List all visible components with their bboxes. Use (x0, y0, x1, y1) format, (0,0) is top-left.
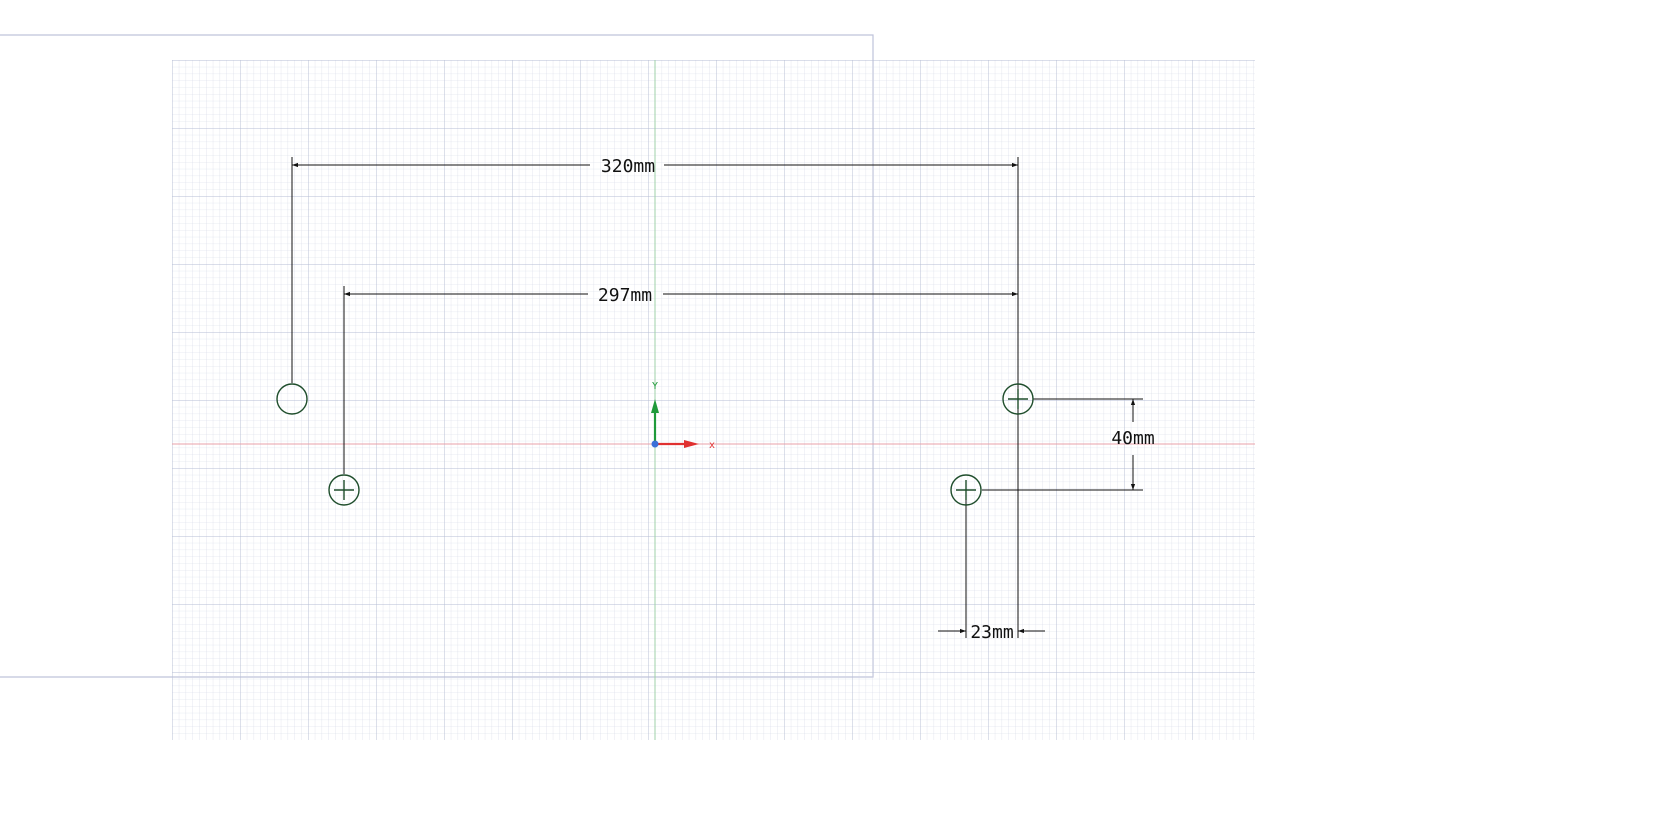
circle-right-bottom[interactable] (950, 474, 982, 506)
x-axis-arrowhead (684, 440, 699, 448)
origin-point[interactable] (651, 440, 659, 448)
grid-major (172, 60, 1255, 740)
dim-320-label[interactable]: 320mm (601, 156, 655, 177)
dim-23-label[interactable]: 23mm (970, 622, 1013, 643)
circle-left-bottom[interactable] (328, 474, 360, 506)
y-axis-label: Y (652, 381, 658, 392)
origin-triad: Y x (651, 381, 715, 451)
circle-right-top[interactable] (1002, 383, 1034, 415)
dimension-297[interactable]: 297mm (344, 285, 1018, 306)
sketch-circles (276, 383, 1034, 506)
y-axis-arrowhead (651, 399, 659, 413)
dimension-320[interactable]: 320mm (292, 156, 1018, 177)
x-axis-label: x (709, 440, 715, 451)
dim-297-label[interactable]: 297mm (598, 285, 652, 306)
circle-left-top[interactable] (276, 383, 308, 415)
dim-40-label[interactable]: 40mm (1111, 428, 1154, 449)
dimension-23[interactable]: 23mm (938, 622, 1045, 643)
dimension-40[interactable]: 40mm (1111, 399, 1155, 490)
